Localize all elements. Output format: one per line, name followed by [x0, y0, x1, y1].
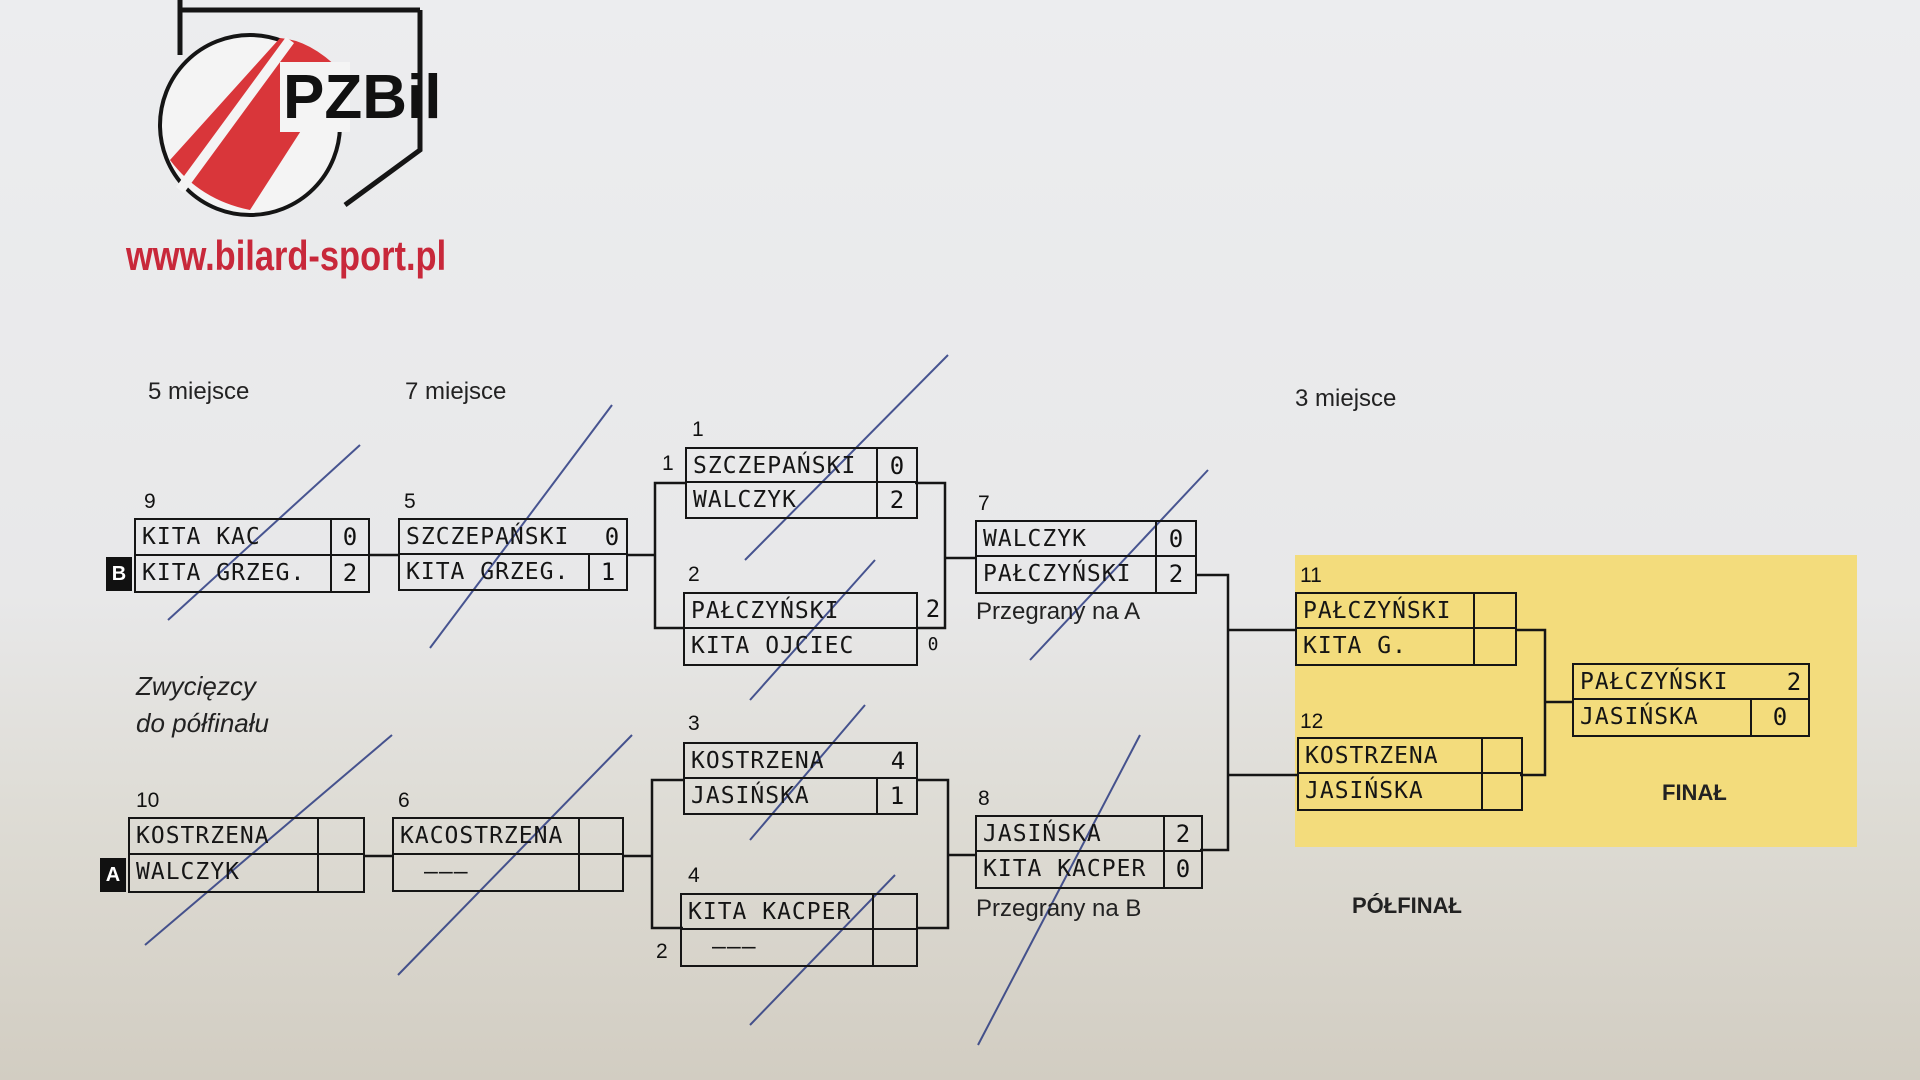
match-number: 6	[398, 789, 410, 812]
player-name: KITA KACPER	[983, 856, 1147, 882]
player-score: 0	[330, 520, 368, 554]
match-box-7[interactable]: WALCZYK 0 PAŁCZYŃSKI 2	[975, 520, 1197, 594]
player-score	[1473, 594, 1515, 627]
match-number: 9	[144, 490, 156, 513]
winners-label-1: Zwycięzcy	[136, 671, 256, 701]
player-name: PAŁCZYŃSKI	[691, 598, 840, 624]
player-score: 2	[925, 595, 941, 623]
player-score: 2	[1155, 557, 1195, 592]
place-5-label: 5 miejsce	[148, 378, 250, 405]
player-name: WALCZYK	[983, 526, 1087, 552]
player-score: 0	[876, 449, 916, 481]
player-name: KOSTRZENA	[1305, 743, 1439, 769]
place-3-label: 3 miejsce	[1295, 385, 1397, 412]
player-name: KOSTRZENA	[136, 823, 270, 849]
player-score: 2	[1163, 817, 1201, 850]
player-score: 2	[330, 555, 368, 591]
player-score: 4	[890, 747, 906, 775]
final-highlight	[1295, 555, 1857, 847]
player-name: KITA G.	[1303, 633, 1407, 659]
pzbil-logo-icon	[158, 0, 423, 217]
player-name: PAŁCZYŃSKI	[1580, 669, 1729, 695]
badge-b: B	[106, 557, 132, 591]
semifinal-label: PÓŁFINAŁ	[1352, 893, 1462, 918]
player-score	[317, 855, 363, 891]
player-score	[317, 819, 363, 853]
player-name: PAŁCZYŃSKI	[1303, 598, 1452, 624]
player-score	[872, 895, 916, 928]
website-link[interactable]: www.bilard-sport.pl	[126, 232, 447, 279]
match-number: 5	[404, 490, 416, 513]
match-number: 11	[1300, 564, 1322, 587]
match-box-final[interactable]: PAŁCZYŃSKI 2 JASIŃSKA 0	[1572, 663, 1810, 737]
match-number: 2	[688, 563, 700, 586]
player-score: 1	[876, 778, 916, 813]
player-score: 0	[1750, 700, 1808, 735]
player-name: SZCZEPAŃSKI	[693, 453, 857, 479]
match-box-5[interactable]: SZCZEPAŃSKI 0 KITA GRZEG. 1	[398, 518, 628, 591]
match-box-12[interactable]: KOSTRZENA JASIŃSKA	[1297, 737, 1523, 811]
player-name: JASIŃSKA	[1305, 778, 1424, 804]
player-name: KITA OJCIEC	[691, 633, 855, 659]
player-name: ———	[424, 858, 469, 885]
player-name: JASIŃSKA	[1580, 704, 1699, 730]
match-box-9[interactable]: KITA KAC 0 KITA GRZEG. 2	[134, 518, 370, 593]
player-score	[578, 854, 622, 890]
match-box-8[interactable]: JASIŃSKA 2 KITA KACPER 0	[975, 815, 1203, 889]
seed-number: 1	[662, 452, 674, 475]
match-number: 8	[978, 787, 990, 810]
place-7-label: 7 miejsce	[405, 378, 507, 405]
match-number: 10	[136, 789, 160, 812]
badge-a: A	[100, 858, 126, 892]
match-box-1[interactable]: SZCZEPAŃSKI 0 WALCZYK 2	[685, 447, 918, 519]
match-number: 1	[692, 418, 704, 441]
lost-to-a-label: Przegrany na A	[976, 598, 1141, 625]
final-label: FINAŁ	[1662, 780, 1727, 805]
player-name: WALCZYK	[693, 487, 797, 513]
player-name: SZCZEPAŃSKI	[406, 524, 570, 550]
player-score	[1473, 629, 1515, 664]
player-name: WALCZYK	[136, 859, 240, 885]
player-name: KITA GRZEG.	[406, 558, 570, 585]
player-score	[578, 819, 622, 853]
player-name: KITA KACPER	[688, 899, 852, 925]
player-score: 0	[1155, 522, 1195, 555]
player-score: 0	[927, 634, 939, 655]
winners-label-2: do półfinału	[136, 708, 269, 738]
seed-number: 2	[656, 940, 668, 963]
match-box-2[interactable]: PAŁCZYŃSKI KITA OJCIEC	[683, 592, 918, 666]
player-name: JASIŃSKA	[691, 782, 810, 809]
match-box-11[interactable]: PAŁCZYŃSKI KITA G.	[1295, 592, 1517, 666]
match-number: 7	[978, 492, 990, 515]
match-box-4[interactable]: KITA KACPER ———	[680, 893, 918, 967]
player-name: KITA KAC	[142, 524, 261, 550]
player-score: 2	[1786, 668, 1802, 696]
player-name: KOSTRZENA	[691, 748, 825, 774]
match-box-3[interactable]: KOSTRZENA 4 JASIŃSKA 1	[683, 742, 918, 815]
match-number: 3	[688, 712, 700, 735]
player-score	[1481, 739, 1521, 772]
player-score: 0	[604, 523, 620, 551]
player-score: 1	[588, 554, 626, 589]
player-name: ———	[712, 934, 757, 960]
player-name: KACOSTRZENA	[400, 823, 564, 849]
lost-to-b-label: Przegrany na B	[976, 895, 1142, 922]
match-box-6[interactable]: KACOSTRZENA ———	[392, 817, 624, 892]
match-number: 4	[688, 864, 700, 887]
logo-text: PZBil	[283, 63, 442, 132]
player-name: KITA GRZEG.	[142, 559, 306, 586]
player-name: PAŁCZYŃSKI	[983, 561, 1132, 587]
match-box-10[interactable]: KOSTRZENA WALCZYK	[128, 817, 365, 893]
player-score	[872, 930, 916, 965]
player-score: 0	[1163, 852, 1201, 887]
player-score	[1481, 774, 1521, 809]
player-score: 2	[876, 483, 916, 517]
match-number: 12	[1300, 710, 1324, 733]
player-name: JASIŃSKA	[983, 821, 1102, 847]
